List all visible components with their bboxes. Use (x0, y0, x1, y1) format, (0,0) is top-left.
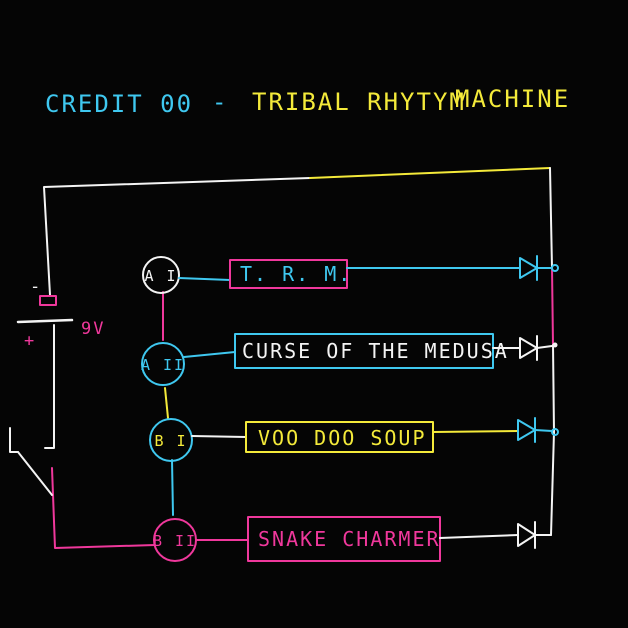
battery-minus: - (30, 277, 42, 297)
title: CREDIT 00 - TRIBAL RHYTYM MACHINE (45, 85, 570, 118)
node-aii-label: A II (141, 356, 185, 374)
wire-aii-in (183, 351, 236, 358)
node-bi-circle (149, 418, 193, 462)
branch-ai: A I T. R. M. (142, 255, 559, 294)
junction-ai (551, 264, 559, 272)
branch-aii: A II CURSE OF THE MEDUSA (141, 333, 558, 386)
node-bi-label: B I (154, 432, 187, 450)
title-tribal-rhytym: TRIBAL RHYTYM (252, 88, 466, 116)
track-box-snake (247, 516, 441, 562)
node-ai-circle (142, 256, 180, 294)
switch-contact (9, 427, 19, 453)
spine-bi-bii (171, 459, 174, 516)
right-rail-pink (551, 267, 554, 346)
title-credit: CREDIT 00 (45, 90, 193, 118)
node-bii-label: B II (153, 532, 197, 550)
wire-bi-out (432, 430, 519, 433)
wire-bii-out (439, 534, 519, 539)
right-rail-top (549, 167, 553, 269)
spine-aii-bi (164, 387, 169, 419)
diode-bi (517, 417, 553, 443)
title-dash: - (212, 88, 228, 116)
right-rail-bottom (550, 344, 555, 536)
battery: - + 9V (16, 277, 105, 351)
battery-voltage: 9V (81, 319, 105, 339)
diode-bii (517, 521, 552, 549)
battery-positive-plate (16, 318, 74, 324)
battery-plus: + (24, 331, 36, 351)
junction-aii (552, 342, 558, 348)
node-aii-circle (141, 342, 185, 386)
node-spine (162, 291, 174, 516)
outer-wire (43, 167, 555, 549)
junction-bi (551, 428, 559, 436)
switch-lever (17, 451, 53, 496)
battery-negative-cell (39, 295, 57, 306)
branch-bii: B II SNAKE CHARMER (153, 516, 552, 562)
track-box-medusa (234, 333, 494, 369)
node-ai-label: A I (144, 267, 177, 285)
wire-bi-in (191, 435, 247, 438)
diode-ai (519, 255, 553, 281)
branch-bi: B I VOO DOO SOUP (149, 417, 559, 462)
battery-return-wire (44, 324, 55, 449)
track-name-snake: SNAKE CHARMER (258, 527, 441, 551)
top-wire-right (309, 167, 551, 179)
diode-aii (519, 335, 553, 361)
track-name-medusa: CURSE OF THE MEDUSA (242, 339, 509, 363)
wire-ai-in (178, 277, 231, 281)
track-box-trm (229, 259, 348, 289)
switch (9, 427, 53, 496)
bottom-wire (51, 467, 156, 549)
title-machine: MACHINE (455, 85, 570, 113)
track-box-voodoo (245, 421, 434, 453)
track-name-trm: T. R. M. (240, 262, 352, 286)
track-name-voodoo: VOO DOO SOUP (258, 426, 427, 450)
top-wire-left (43, 177, 311, 296)
